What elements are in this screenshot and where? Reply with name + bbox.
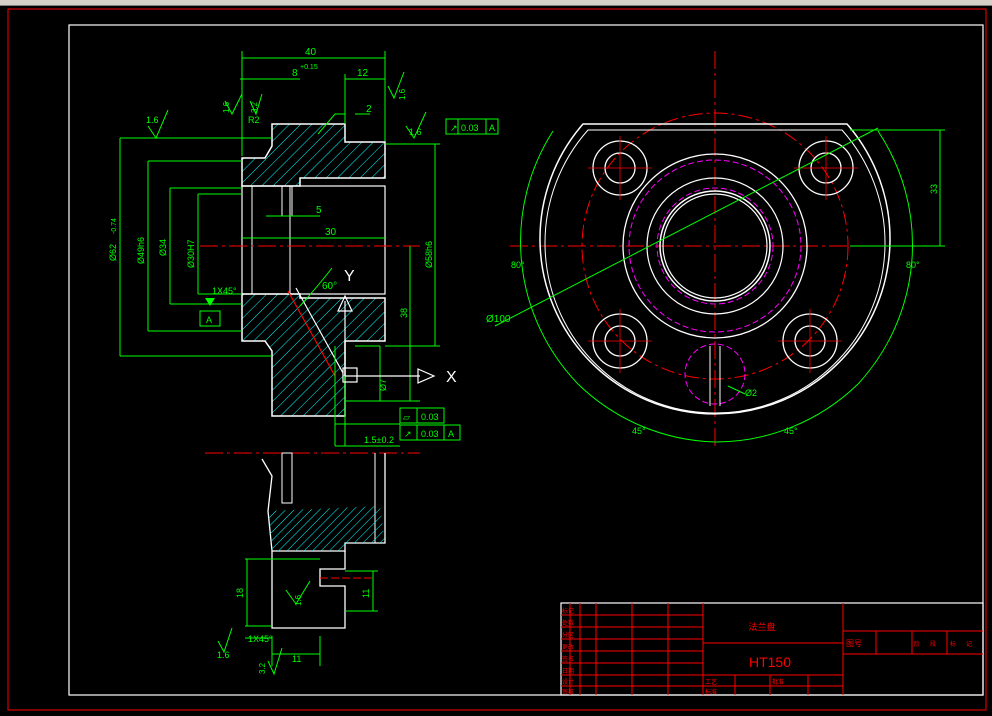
dim-d7: Ø7 <box>378 379 388 391</box>
title-scale-3: 记 <box>966 641 972 648</box>
title-cell-5: 日期 <box>562 667 574 675</box>
detail-hatch-region <box>268 506 385 551</box>
title-cell-9: 标准 <box>705 688 717 696</box>
title-drawing-no: 图号 <box>846 639 862 648</box>
dim-d34: Ø34 <box>158 239 168 256</box>
hub-hidden-circle <box>628 159 802 333</box>
title-cell-4: 签名 <box>562 655 574 663</box>
tol-runout-bottom-datum: A <box>448 429 454 439</box>
bore-hidden-circle <box>656 187 774 305</box>
dim-bore-depth: 30 <box>325 227 337 238</box>
dim-d30: Ø30H7 <box>186 239 196 268</box>
detail-slot <box>281 452 293 504</box>
dim-step: 2 <box>366 104 372 115</box>
detail-body-lower <box>271 551 346 629</box>
title-part-name: 法兰盘 <box>748 621 775 632</box>
front-dim-h33: 33 <box>929 184 939 194</box>
pin-hole-hidden <box>684 343 746 405</box>
title-cell-1: 处数 <box>562 619 574 627</box>
hub-outer-circle <box>622 153 808 339</box>
detail-roughness-32: 3.2 <box>258 662 267 674</box>
section-bore <box>241 185 386 295</box>
tol-runout-bottom-value: 0.03 <box>421 429 439 439</box>
title-scale-1: 段 <box>930 640 936 648</box>
roughness-left: 1.6 <box>146 115 159 125</box>
dim-overall-width: 40 <box>305 47 317 58</box>
flange-outline <box>539 123 891 415</box>
front-view: Ø100 33 80° 80° 45° 45° Ø2 <box>486 51 945 446</box>
radius-r2: R2 <box>248 115 260 125</box>
cad-drawing-canvas[interactable]: 40 8 +0.15 12 2 30 5 Ø62 -0.74 Ø49h6 Ø34… <box>0 6 992 711</box>
tol-runout-top-value: 0.03 <box>461 123 479 133</box>
oil-hole-line-1 <box>287 290 336 377</box>
title-cell-8: 工艺 <box>705 678 717 686</box>
dim-h38: 38 <box>399 308 409 318</box>
tol-runout-top-datum: A <box>489 123 495 133</box>
outer-frame <box>7 8 987 711</box>
title-scale-2: 标 <box>950 640 956 648</box>
dim-od62-tol: -0.74 <box>111 218 118 234</box>
front-angle-right: 80° <box>906 260 920 270</box>
datum-label: A <box>206 315 212 325</box>
datum-triangle <box>205 298 215 306</box>
dim-d49: Ø49h6 <box>136 237 146 264</box>
front-pin-dim: Ø2 <box>745 388 757 398</box>
recess-circle <box>646 177 784 315</box>
axis-x-label: X <box>446 369 457 386</box>
title-cell-6: 设计 <box>562 678 574 686</box>
dim-recess-tol: +0.15 <box>300 64 318 71</box>
bore-circle-outer <box>659 190 771 302</box>
dim-angle60: 60° <box>322 281 337 292</box>
dim-d58: Ø58h6 <box>424 241 434 268</box>
detail-roughness-a: 1.6 <box>217 650 230 660</box>
title-material: HT150 <box>749 654 791 670</box>
dim-groove: 5 <box>316 205 322 216</box>
front-angle-left: 80° <box>511 260 525 270</box>
roughness-32: 3.2 <box>250 101 259 113</box>
tol-flatness-symbol: ▱ <box>403 412 410 422</box>
flange-outline-inner <box>544 129 886 414</box>
detail-roughness-b: 1.6 <box>294 594 303 606</box>
front-dim-d100: Ø100 <box>486 314 511 325</box>
dim-recess-width: 8 <box>292 68 298 79</box>
section-upper-body <box>241 123 386 187</box>
title-cell-2: 分区 <box>562 631 574 639</box>
detail-dim-w11: 11 <box>292 654 301 664</box>
detail-dim-chamfer: 1X45° <box>248 634 273 644</box>
tol-runout-bottom-symbol: ↗ <box>404 429 412 439</box>
detail-dim-h18: 18 <box>235 588 245 598</box>
drawing-border <box>68 24 984 696</box>
dim-d15: 1.5±0.2 <box>364 435 394 445</box>
roughness-tol: 1.6 <box>409 127 422 137</box>
bore-circle-inner <box>662 193 768 299</box>
dim-od62: Ø62 <box>108 244 118 261</box>
title-cell-0: 标记 <box>562 607 574 615</box>
dim-chamfer: 1X45° <box>212 286 237 296</box>
title-cell-10: 批准 <box>772 678 784 686</box>
tol-flatness-value: 0.03 <box>421 412 439 422</box>
detail-dim-h11: 11 <box>361 589 371 598</box>
front-angle-br: 45° <box>784 426 798 436</box>
window-top-strip <box>0 0 992 6</box>
dim-flange-width: 12 <box>357 68 369 79</box>
front-angle-bl: 45° <box>632 426 646 436</box>
drawing-sheet: 40 8 +0.15 12 2 30 5 Ø62 -0.74 Ø49h6 Ø34… <box>7 8 987 711</box>
detail-view: 18 11 11 1X45° 1.6 1.6 3.2 <box>205 452 420 676</box>
title-cell-7: 审核 <box>562 688 574 696</box>
section-lower-body <box>241 293 386 417</box>
roughness-right: 1.6 <box>398 88 407 100</box>
title-scale-0: 阶 <box>914 640 920 648</box>
roughness-top: 1.6 <box>222 101 231 113</box>
section-view: 40 8 +0.15 12 2 30 5 Ø62 -0.74 Ø49h6 Ø34… <box>108 47 499 447</box>
tol-runout-top-symbol: ↗ <box>450 123 458 133</box>
title-block: 法兰盘 HT150 图号 标记 处数 分区 更改 签名 日期 设计 审核 工艺 … <box>560 602 984 696</box>
bolt-pitch-circle <box>581 112 849 380</box>
axis-y-label: Y <box>344 268 355 285</box>
title-cell-3: 更改 <box>562 643 574 651</box>
